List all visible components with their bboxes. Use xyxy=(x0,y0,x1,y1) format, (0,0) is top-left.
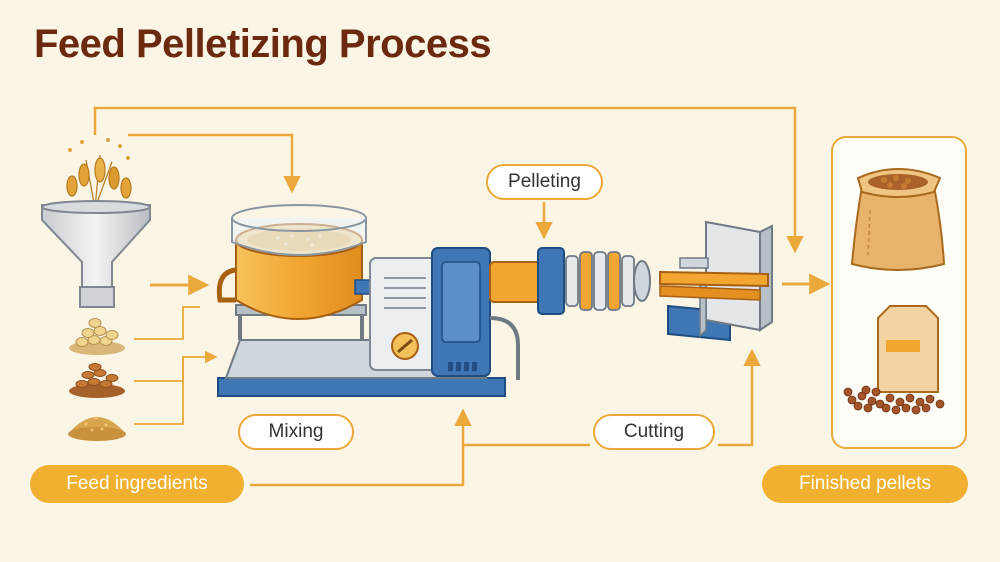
label-feed-ingredients: Feed ingredients xyxy=(30,465,244,503)
grain-meal-icon xyxy=(68,416,126,441)
grain-wheat-icon xyxy=(69,363,125,398)
pellet-bag-icon xyxy=(843,305,945,415)
label-pelleting-text: Pelleting xyxy=(508,171,581,192)
arrow-grain2 xyxy=(134,350,218,382)
cutter-icon xyxy=(659,220,773,342)
label-cutting: Cutting xyxy=(593,414,715,450)
page-title: Feed Pelletizing Process xyxy=(34,22,492,66)
label-finished-pellets: Finished pellets xyxy=(762,465,968,503)
arrow-feed-to-machine xyxy=(250,408,472,487)
arrow-cutting-up xyxy=(718,348,761,447)
arrow-top-loop xyxy=(93,106,804,254)
arrow-to-mixer-top xyxy=(128,133,301,194)
hopper-icon xyxy=(41,138,151,308)
label-mixing: Mixing xyxy=(238,414,354,450)
grain-soybean-icon xyxy=(69,318,125,355)
label-mixing-text: Mixing xyxy=(268,421,324,442)
arrow-grain3 xyxy=(134,357,184,425)
label-cutting-text: Cutting xyxy=(623,421,685,442)
pellet-sack-icon xyxy=(850,168,946,271)
label-pelleting: Pelleting xyxy=(486,164,603,200)
flow-arrows xyxy=(93,106,831,487)
pellet-machine-icon xyxy=(216,204,651,397)
label-finished-pellets-text: Finished pellets xyxy=(798,473,932,494)
label-feed-ingredients-text: Feed ingredients xyxy=(66,473,208,494)
arrow-grain1 xyxy=(134,306,200,340)
